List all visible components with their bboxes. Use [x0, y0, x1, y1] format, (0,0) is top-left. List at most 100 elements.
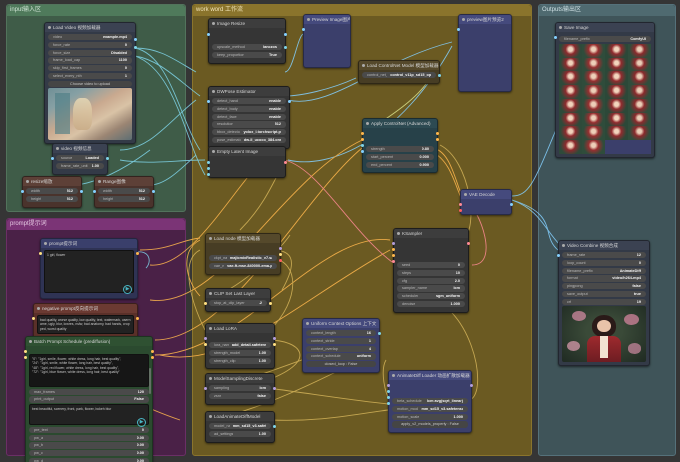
collapse-dot[interactable]: [55, 147, 59, 150]
node-apply-controlnet[interactable]: Apply ControlNet (Advanced) strength 0.8…: [361, 118, 439, 174]
node-title-prompt-negative[interactable]: negative prompt反向提示词: [34, 304, 137, 313]
collapse-dot[interactable]: [558, 26, 562, 29]
node-title-load-controlnet[interactable]: Load ControlNet Model 模型加载器: [359, 61, 439, 70]
negative-prompt-text[interactable]: bad quality, worse quality, low quality,…: [37, 315, 134, 334]
slot-in-image[interactable]: [93, 190, 97, 194]
widget-pw-c[interactable]: pw_c 0.00: [29, 450, 149, 457]
widget-skip-first-frames[interactable]: skip_first_frames 0: [48, 65, 132, 72]
widget-pre-text[interactable]: pre_text 0: [29, 426, 149, 433]
widget-video[interactable]: video example.mp4: [48, 34, 132, 41]
widget-frame-load-cap[interactable]: frame_load_cap 1100: [48, 57, 132, 64]
slot-in-image[interactable]: [51, 157, 55, 161]
slot-in-latent[interactable]: [392, 260, 396, 264]
collapse-dot[interactable]: [47, 26, 51, 29]
widget-cn-strength[interactable]: strength 0.80: [366, 146, 434, 153]
node-title-save-image[interactable]: Save Image: [556, 23, 654, 32]
widget-sampling[interactable]: sampling lcm: [209, 385, 271, 392]
node-title-ksampler[interactable]: KSampler: [394, 229, 468, 238]
collapse-dot[interactable]: [361, 64, 365, 67]
slot-out-image[interactable]: [151, 190, 155, 194]
collapse-dot[interactable]: [391, 374, 395, 377]
collapse-dot[interactable]: [208, 237, 212, 240]
node-load-checkpoint[interactable]: Load node 模型加载器 ckpt_name majicmixRealis…: [205, 233, 282, 275]
widget-zsnr[interactable]: zsnr false: [209, 392, 271, 399]
collapse-dot[interactable]: [28, 340, 32, 343]
slot-out-clip[interactable]: [272, 343, 276, 347]
slot-out-image[interactable]: [287, 100, 291, 104]
collapse-dot[interactable]: [25, 180, 29, 183]
slot-in-clip[interactable]: [32, 317, 36, 321]
node-resize-b[interactable]: Range图像 width 512 height 512: [93, 176, 155, 208]
widget-denoise[interactable]: denoise 1.000: [397, 300, 465, 308]
slot-in-vae[interactable]: [459, 209, 463, 213]
slot-images-out[interactable]: [133, 38, 137, 42]
widget-resize-a-height[interactable]: height 512: [26, 195, 78, 202]
collapse-dot[interactable]: [561, 244, 565, 247]
slot-out-model[interactable]: [272, 387, 276, 391]
widget-vae-name[interactable]: vae_name vae-ft-mse-840000-ema-pruned.sa…: [209, 262, 277, 269]
widget-resize-b-width[interactable]: width 512: [98, 188, 150, 195]
node-load-video[interactable]: Load Video 视频加载器 video example.mp4 force…: [44, 22, 137, 145]
slot-in-image[interactable]: [457, 28, 461, 32]
slot-out-clip[interactable]: [278, 253, 282, 257]
slot-in-context-options[interactable]: [387, 396, 391, 400]
slot-out-image[interactable]: [283, 33, 287, 37]
slot-out-image[interactable]: [509, 203, 513, 207]
node-load-controlnet[interactable]: Load ControlNet Model 模型加载器 control_net_…: [358, 60, 441, 84]
collapse-dot[interactable]: [208, 415, 212, 418]
widget-keep-proportion[interactable]: keep_proportion True: [212, 51, 282, 58]
slot-in-batch[interactable]: [207, 173, 211, 177]
prompt-scrollbar[interactable]: [149, 368, 151, 394]
node-title-apply-controlnet[interactable]: Apply ControlNet (Advanced): [363, 119, 437, 128]
collapse-dot[interactable]: [97, 180, 101, 183]
apply-v2-models-toggle[interactable]: apply_v2_models_properly : False: [392, 421, 468, 428]
widget-scheduler[interactable]: scheduler sgm_uniform: [397, 293, 465, 300]
node-resize-a[interactable]: resize缩放 width 512 height 512: [21, 176, 83, 208]
widget-filename-prefix[interactable]: filename_prefix ComfyUI: [559, 36, 651, 43]
node-title-batch-prompt-schedule[interactable]: Batch Prompt Schedule (prediffusion): [26, 337, 152, 346]
node-title-resize-a[interactable]: resize缩放: [23, 177, 81, 186]
widget-source[interactable]: source Loaded: [56, 155, 104, 162]
widget-print-output[interactable]: print_output False: [29, 396, 149, 403]
widget-bbox-detector[interactable]: bbox_detector yolox_l.torchscript.pt: [212, 129, 286, 136]
prepend-text-field[interactable]: best beautiful, scenery, front, park, fl…: [29, 404, 149, 426]
collapse-dot[interactable]: [43, 242, 47, 245]
node-prompt-negative[interactable]: negative prompt反向提示词 bad quality, worse …: [32, 303, 139, 340]
widget-cn-end-percent[interactable]: end_percent 0.900: [366, 161, 434, 168]
slot-out-context-options[interactable]: [377, 332, 381, 336]
widget-cfg[interactable]: cfg 2.0: [397, 277, 465, 284]
node-animatediff-loader[interactable]: AnimateDiff Loader 动画扩散加载器 beta_schedule…: [387, 370, 473, 434]
slot-frame-count-out[interactable]: [133, 46, 137, 50]
slot-out-conditioning[interactable]: [135, 252, 139, 256]
slot-in-height[interactable]: [207, 167, 211, 171]
slot-in-negative[interactable]: [392, 254, 396, 258]
widget-context-overlap[interactable]: context_overlap 4: [306, 345, 376, 352]
positive-prompt-text[interactable]: 1 girl, flower: [44, 250, 134, 293]
widget-max-frames[interactable]: max_frames 120: [29, 388, 149, 395]
node-video-info[interactable]: video 视频信息 source Loaded frame_rate_unit…: [51, 143, 109, 175]
slot-out-clip[interactable]: [268, 302, 272, 306]
slot-in-clip[interactable]: [204, 302, 208, 306]
node-title-resize-b[interactable]: Range图像: [95, 177, 153, 186]
widget-frame-rate-unit[interactable]: frame_rate_unit 1.00: [56, 162, 104, 169]
slot-in-control-net[interactable]: [361, 144, 365, 148]
widget-detect-face[interactable]: detect_face enable: [212, 113, 286, 120]
slot-in-width[interactable]: [207, 161, 211, 165]
slot-in-image[interactable]: [207, 33, 211, 37]
widget-control-net-name[interactable]: control_net_name control_v11p_sd15_openp…: [362, 72, 436, 79]
widget-frame-rate[interactable]: frame_rate 12: [562, 252, 646, 259]
slot-in-positive[interactable]: [392, 248, 396, 252]
slot-in-model[interactable]: [387, 384, 391, 388]
slot-in-model[interactable]: [392, 242, 396, 246]
slot-out-model[interactable]: [278, 247, 282, 251]
node-load-animatediff-model[interactable]: LoadAnimateDiffModel model_name mm_sd15_…: [205, 411, 276, 443]
slot-in-ad-keyframes[interactable]: [387, 402, 391, 406]
widget-resize-b-height[interactable]: height 512: [98, 195, 150, 202]
widget-pose-estimator[interactable]: pose_estimator dw-ll_ucoco_384.onnx: [212, 136, 286, 144]
widget-sampler-name[interactable]: sampler_name lcm: [397, 285, 465, 292]
slot-in-clip[interactable]: [204, 343, 208, 347]
node-empty-latent-image[interactable]: Empty Latent Image: [207, 146, 287, 178]
node-title-load-checkpoint[interactable]: Load node 模型加载器: [206, 234, 280, 243]
node-title-image-resize[interactable]: Image Resize: [209, 19, 285, 28]
node-image-resize[interactable]: Image Resize upscale_method lanczos keep…: [207, 18, 287, 64]
